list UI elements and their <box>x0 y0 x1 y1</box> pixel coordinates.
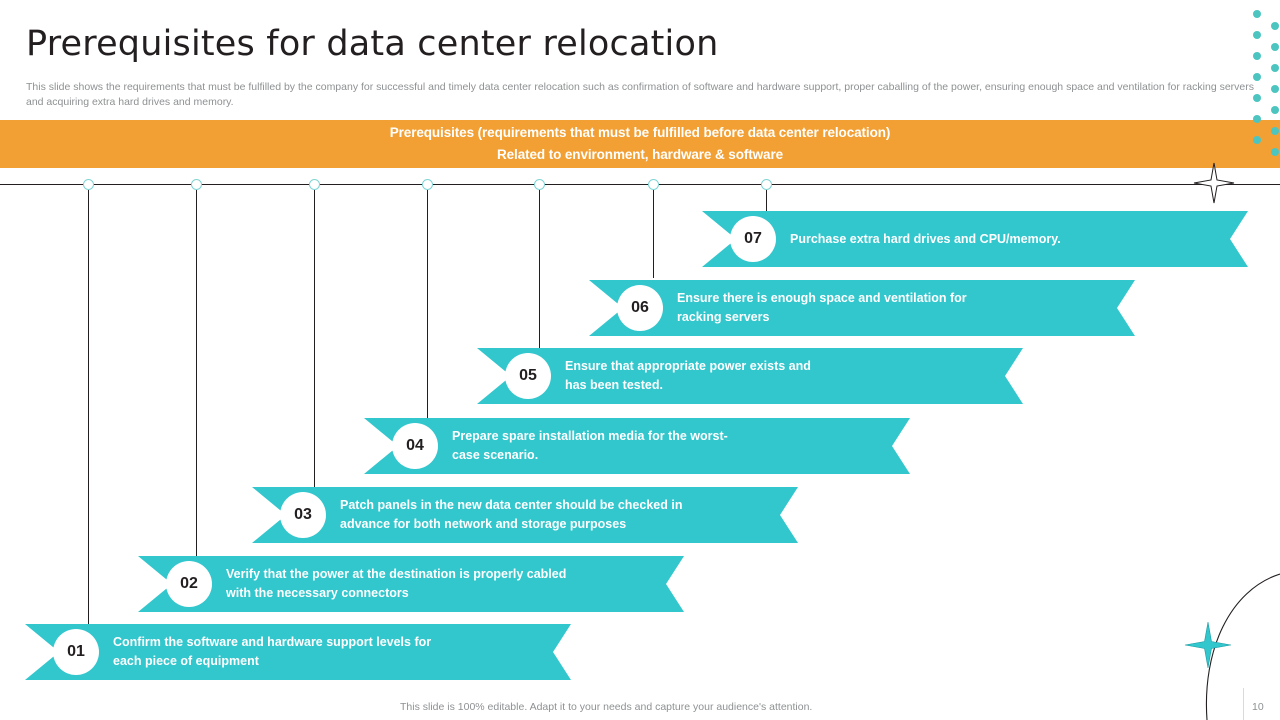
step-text-line-1: Verify that the power at the destination… <box>226 567 567 581</box>
rail-marker-06 <box>648 179 659 190</box>
step-arrow-shape <box>702 211 1248 267</box>
timeline-rail <box>0 184 1280 185</box>
step-text: Purchase extra hard drives and CPU/memor… <box>790 211 1061 267</box>
decorative-dot <box>1253 94 1261 102</box>
step-text-line-2: case scenario. <box>452 448 539 462</box>
step-arrow-shape <box>138 556 684 612</box>
step-arrow-shape <box>25 624 571 680</box>
decorative-dot <box>1271 43 1279 51</box>
step-row-01[interactable]: 01 Confirm the software and hardware sup… <box>25 624 571 680</box>
step-text-line-1: Patch panels in the new data center shou… <box>340 498 683 512</box>
step-text-line-1: Ensure there is enough space and ventila… <box>677 291 967 305</box>
decorative-dot <box>1271 64 1279 72</box>
step-number-badge: 05 <box>505 353 551 399</box>
decorative-dot <box>1253 115 1261 123</box>
step-arrow-shape <box>364 418 910 474</box>
star-filled-icon <box>1184 621 1232 669</box>
decorative-dot <box>1271 148 1279 156</box>
decorative-dot <box>1271 85 1279 93</box>
decorative-dot <box>1253 31 1261 39</box>
banner-line-2: Related to environment, hardware & softw… <box>496 147 784 162</box>
step-text-line-1: Ensure that appropriate power exists and <box>565 359 811 373</box>
connector-line-03 <box>314 190 315 487</box>
page-number: 10 <box>1252 701 1264 713</box>
step-number-badge: 01 <box>53 629 99 675</box>
rail-marker-07 <box>761 179 772 190</box>
step-arrow-shape <box>252 487 798 543</box>
step-text-line-1: Confirm the software and hardware suppor… <box>113 635 432 649</box>
step-text-line-2: each piece of equipment <box>113 654 259 668</box>
decorative-dot <box>1271 106 1279 114</box>
decorative-dot <box>1253 73 1261 81</box>
step-number-badge: 06 <box>617 285 663 331</box>
footer-divider <box>1243 688 1244 720</box>
rail-marker-04 <box>422 179 433 190</box>
step-number-badge: 07 <box>730 216 776 262</box>
connector-line-02 <box>196 190 197 556</box>
decorative-dot <box>1253 52 1261 60</box>
step-arrow-shape <box>477 348 1023 404</box>
step-row-03[interactable]: 03 Patch panels in the new data center s… <box>252 487 798 543</box>
rail-marker-03 <box>309 179 320 190</box>
connector-line-04 <box>427 190 428 418</box>
step-text: Verify that the power at the destination… <box>226 556 566 612</box>
step-number-badge: 03 <box>280 492 326 538</box>
step-number-badge: 02 <box>166 561 212 607</box>
decorative-dot <box>1253 10 1261 18</box>
step-number-badge: 04 <box>392 423 438 469</box>
step-row-07[interactable]: 07 Purchase extra hard drives and CPU/me… <box>702 211 1248 267</box>
step-text-line-2: racking servers <box>677 310 770 324</box>
step-row-06[interactable]: 06 Ensure there is enough space and vent… <box>589 280 1135 336</box>
step-text-line-1: Purchase extra hard drives and CPU/memor… <box>790 231 1061 246</box>
decorative-dot <box>1271 22 1279 30</box>
step-text-line-2: with the necessary connectors <box>226 586 409 600</box>
rail-marker-02 <box>191 179 202 190</box>
decorative-dot <box>1271 127 1279 135</box>
step-text-line-1: Prepare spare installation media for the… <box>452 429 728 443</box>
step-text: Confirm the software and hardware suppor… <box>113 624 431 680</box>
page-title: Prerequisites for data center relocation <box>26 24 719 64</box>
step-text-line-2: has been tested. <box>565 378 663 392</box>
connector-line-07 <box>766 190 767 212</box>
step-arrow-shape <box>589 280 1135 336</box>
step-text: Patch panels in the new data center shou… <box>340 487 682 543</box>
step-text: Ensure there is enough space and ventila… <box>677 280 967 336</box>
rail-marker-01 <box>83 179 94 190</box>
footer-note: This slide is 100% editable. Adapt it to… <box>400 701 813 713</box>
step-row-02[interactable]: 02 Verify that the power at the destinat… <box>138 556 684 612</box>
page-subtitle: This slide shows the requirements that m… <box>26 81 1254 108</box>
connector-line-05 <box>539 190 540 348</box>
decorative-dot <box>1253 136 1261 144</box>
step-row-04[interactable]: 04 Prepare spare installation media for … <box>364 418 910 474</box>
connector-line-01 <box>88 190 89 624</box>
step-text: Ensure that appropriate power exists and… <box>565 348 811 404</box>
step-text: Prepare spare installation media for the… <box>452 418 728 474</box>
banner-line-1: Prerequisites (requirements that must be… <box>389 125 891 140</box>
decorative-curve <box>1205 573 1280 720</box>
step-row-05[interactable]: 05 Ensure that appropriate power exists … <box>477 348 1023 404</box>
star-outline-icon <box>1193 162 1235 204</box>
connector-line-06 <box>653 190 654 278</box>
rail-marker-05 <box>534 179 545 190</box>
step-text-line-2: advance for both network and storage pur… <box>340 517 627 531</box>
prerequisites-banner: Prerequisites (requirements that must be… <box>0 120 1280 168</box>
